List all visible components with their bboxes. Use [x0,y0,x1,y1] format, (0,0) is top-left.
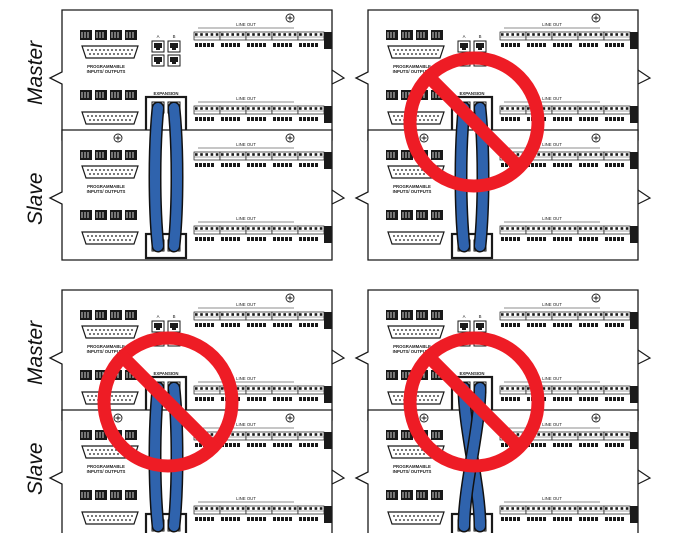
top-left-master-db25-upper [82,46,138,58]
top-left-master-lineout-label-lower: LINE OUT [236,96,256,101]
bottom-right-slave-db25-lower [388,512,444,524]
top-left-master-port-b-label: B [173,34,176,39]
top-right-master-break-right [638,70,650,84]
top-left-slave-lineout-label: LINE OUT [236,142,256,147]
top-left-master-lineout-label: LINE OUT [236,22,256,27]
bottom-right-slave-lineout-label-lower: LINE OUT [542,496,562,501]
bottom-right-master-port-b-label: B [479,314,482,319]
bottom-right-master-lineout-label: LINE OUT [542,302,562,307]
bottom-right-master-break-right [638,350,650,364]
top-left-slave-ground-icon-2 [114,134,122,142]
top-left-cable-1 [155,108,158,246]
top-right-slave-db25-lower [388,232,444,244]
top-left-slave-db25-upper [82,166,138,178]
top-left-master-break-right [332,70,344,84]
bottom-left-slave-lineout-label-lower: LINE OUT [236,496,256,501]
bottom-left-master-db25-upper [82,326,138,338]
top-right-master-port-a-upper [458,41,470,52]
bottom-left-master-port-b-label: B [173,314,176,319]
top-left-slave-db25-lower [82,232,138,244]
top-right-master-db25-upper [388,46,444,58]
top-right-slave-io-label: INPUTS/ OUTPUTS [393,189,432,194]
bottom-right-master-lineout-label-lower: LINE OUT [542,376,562,381]
bottom-left-cable-1 [155,388,158,526]
top-left-slave-ground-icon [286,134,294,142]
bottom-left-master-port-a-label: A [157,314,160,319]
top-right-slave-lineout-label: LINE OUT [542,142,562,147]
top-right-master-port-b-upper [474,41,486,52]
top-right-master-ground-icon [592,14,600,22]
top-left-master-port-b-mid [168,55,180,66]
bottom-left-slave-ground-icon [286,414,294,422]
top-right-master-port-a-label: A [463,34,466,39]
bottom-left-slave-lineout-label: LINE OUT [236,422,256,427]
top-left-slave-break-right [332,190,344,204]
top-left-master-ground-icon [286,14,294,22]
top-right-master-port-b-label: B [479,34,482,39]
top-left-cable-2 [174,108,177,246]
slave-label-top: Slave [24,172,47,225]
bottom-right-master-expansion-label: EXPANSION [460,371,485,376]
top-left-master-port-b-upper [168,41,180,52]
master-label-bottom: Master [24,320,47,385]
bottom-left-slave-io-label: INPUTS/ OUTPUTS [87,469,126,474]
bottom-right-master-db25-upper [388,326,444,338]
top-right-slave-ground-icon [592,134,600,142]
top-right-slave-break-right [638,190,650,204]
slave-label-bottom: Slave [24,442,47,495]
bottom-left-master-ground-icon [286,294,294,302]
bottom-right-slave-ground-icon-2 [420,414,428,422]
bottom-left-master-lineout-label: LINE OUT [236,302,256,307]
bottom-left-master-port-a-upper [152,321,164,332]
bottom-left-master-port-b-upper [168,321,180,332]
bottom-right-slave-io-label: INPUTS/ OUTPUTS [393,469,432,474]
bottom-right-master-port-b-upper [474,321,486,332]
top-right-cable-1 [461,108,464,246]
bottom-right-slave-lineout-label: LINE OUT [542,422,562,427]
master-label-top: Master [24,40,47,105]
bottom-left-master-expansion-label: EXPANSION [154,371,179,376]
bottom-right-master-port-a-label: A [463,314,466,319]
top-right-master-lineout-label-lower: LINE OUT [542,96,562,101]
top-left-master-expansion-label: EXPANSION [154,91,179,96]
bottom-right-master-ground-icon [592,294,600,302]
top-right-slave-lineout-label-lower: LINE OUT [542,216,562,221]
top-right-master-expansion-label: EXPANSION [460,91,485,96]
top-right-master-lineout-label: LINE OUT [542,22,562,27]
bottom-right-slave-ground-icon [592,414,600,422]
bottom-right-master-port-a-upper [458,321,470,332]
bottom-left-master-break-right [332,350,344,364]
bottom-left-slave-db25-lower [82,512,138,524]
top-right-slave-ground-icon-2 [420,134,428,142]
top-left-master-port-a-mid [152,55,164,66]
bottom-left-slave-break-right [332,470,344,484]
top-left-master-port-a-upper [152,41,164,52]
top-left-master-io-label: INPUTS/ OUTPUTS [87,69,126,74]
top-left-master-port-a-label: A [157,34,160,39]
bottom-right-slave-break-right [638,470,650,484]
top-left-slave-lineout-label-lower: LINE OUT [236,216,256,221]
top-left-master-db25-lower [82,112,138,124]
bottom-left-master-lineout-label-lower: LINE OUT [236,376,256,381]
top-left-slave-io-label: INPUTS/ OUTPUTS [87,189,126,194]
bottom-left-slave-ground-icon-2 [114,414,122,422]
